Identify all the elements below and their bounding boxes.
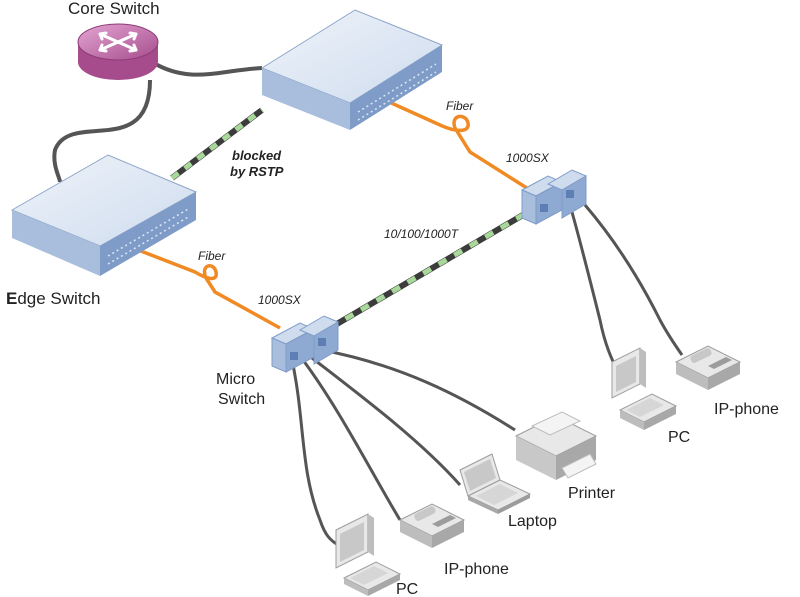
- fiber-link-left: [127, 244, 281, 330]
- top-switch[interactable]: [260, 9, 444, 130]
- sx-label-left: 1000SX: [258, 293, 302, 307]
- desktop-computer-icon: [611, 347, 678, 430]
- micro-switch-label-line2: Switch: [218, 391, 265, 408]
- micro-switch-right[interactable]: [520, 169, 588, 225]
- core-switch[interactable]: Core Switch: [68, 0, 160, 80]
- cable-left-printer: [321, 348, 516, 432]
- ip-phone-icon: [674, 345, 742, 390]
- edge-switch-label: Edge Switch: [6, 289, 101, 308]
- laptop-label: Laptop: [508, 513, 557, 530]
- sx-label-top: 1000SX: [506, 151, 550, 165]
- cable-right-phone: [583, 204, 684, 356]
- blocked-label-line2: by RSTP: [230, 164, 284, 179]
- cable-core-to-top-switch: [150, 60, 263, 77]
- copper-link-label: 10/100/1000T: [384, 227, 460, 241]
- ip-phone-icon: [398, 503, 466, 548]
- fiber-link-top: [377, 95, 531, 192]
- ipphone-bottom[interactable]: IP-phone: [398, 503, 509, 578]
- ipphone-right[interactable]: IP-phone: [674, 345, 779, 418]
- pc-right[interactable]: PC: [611, 347, 690, 446]
- cable-left-pc: [290, 359, 339, 547]
- fiber-label-left: Fiber: [198, 249, 226, 263]
- media-converter-icon: [520, 169, 588, 225]
- printer[interactable]: Printer: [514, 411, 616, 502]
- desktop-computer-icon: [335, 513, 402, 596]
- switch-icon: [10, 154, 198, 276]
- cables: [52, 60, 684, 547]
- media-converter-icon: [270, 315, 340, 373]
- core-switch-label: Core Switch: [68, 0, 160, 18]
- fiber-label-top: Fiber: [446, 99, 474, 113]
- micro-switch-label-line1: Micro: [216, 371, 255, 388]
- laptop-icon: [459, 453, 532, 514]
- cable-left-phone: [301, 359, 402, 521]
- cable-right-pc: [568, 204, 620, 373]
- cable-core-to-edge-switch: [52, 79, 152, 183]
- printer-icon: [514, 411, 598, 480]
- switch-icon: [260, 9, 444, 130]
- edge-switch[interactable]: Edge Switch: [6, 154, 198, 308]
- micro-switch-left[interactable]: Micro Switch: [216, 315, 340, 408]
- cable-left-laptop: [311, 356, 462, 486]
- pc-right-label: PC: [668, 429, 690, 446]
- blocked-label-line1: blocked: [232, 148, 282, 163]
- router-icon: [77, 23, 159, 80]
- laptop[interactable]: Laptop: [459, 453, 557, 530]
- pc-bottom-label: PC: [396, 581, 418, 597]
- ipphone-bottom-label: IP-phone: [444, 561, 509, 578]
- ipphone-right-label: IP-phone: [714, 401, 779, 418]
- printer-label: Printer: [568, 485, 616, 502]
- pc-bottom[interactable]: PC: [335, 513, 418, 597]
